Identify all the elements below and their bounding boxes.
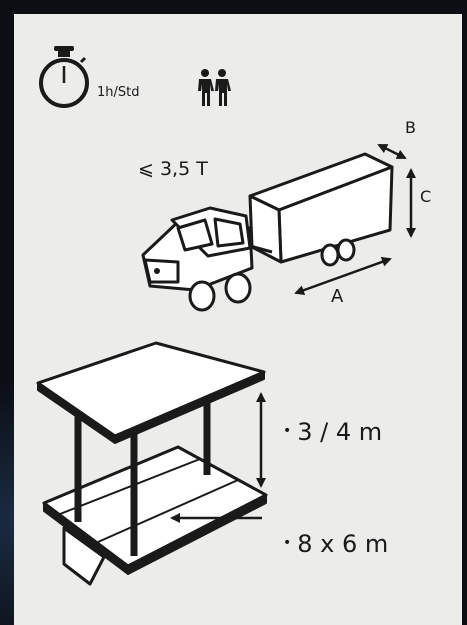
stopwatch-icon <box>39 46 89 108</box>
area-value: 8 x 6 m <box>297 530 389 558</box>
duration-label: 1h/Std <box>97 85 140 100</box>
truck-icon <box>141 152 394 312</box>
two-people-icon <box>198 69 231 106</box>
canopy-icon <box>36 341 268 586</box>
bullet-dot: • <box>283 423 292 439</box>
dimension-arrows <box>294 143 416 295</box>
dimension-c-label: C <box>420 187 432 206</box>
bullet-dot: • <box>283 535 292 551</box>
dimension-a-label: A <box>331 286 344 307</box>
height-value: 3 / 4 m <box>297 418 383 446</box>
dimension-b-label: B <box>405 118 416 137</box>
weight-limit-label: ⩽ 3,5 T <box>138 158 208 180</box>
area-spec: • 8 x 6 m <box>283 530 388 558</box>
height-spec: • 3 / 4 m <box>283 418 382 446</box>
